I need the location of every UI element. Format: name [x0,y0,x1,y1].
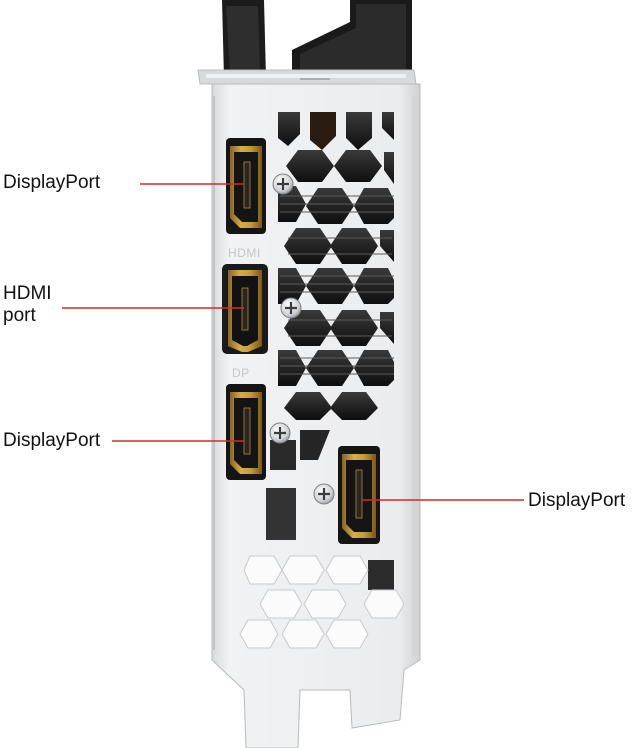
leader-lines [62,183,524,501]
hdmi-port [222,264,268,354]
vent-openings-middle [266,430,394,590]
vent-openings-upper [278,112,394,420]
callout-displayport-top: DisplayPort [3,172,101,193]
bracket-marking-dp-middle: DP [232,366,250,380]
phillips-screw-icon [313,483,335,505]
card-shroud-top [222,0,412,78]
displayport-top-port [226,138,266,234]
callout-displayport-right: DisplayPort [528,490,626,511]
phillips-screw-icon [280,297,302,319]
displayport-middle-port [226,384,266,480]
phillips-screw-icon [269,422,291,444]
vent-openings-lower [239,555,405,649]
callout-displayport-middle: DisplayPort [3,430,101,451]
heatsink-fins [280,195,394,375]
displayport-right-port [338,446,380,544]
bracket-marking-hdmi: HDMI [228,246,261,260]
phillips-screw-icon [272,173,294,195]
callout-hdmi-port: HDMI port [3,283,52,326]
